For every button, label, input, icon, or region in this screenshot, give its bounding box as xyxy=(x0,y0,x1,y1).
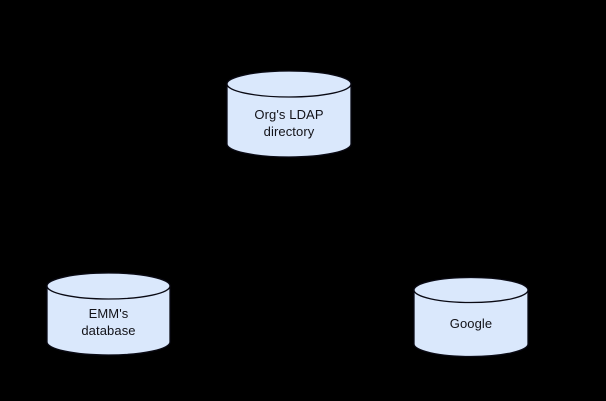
database-cylinder-icon xyxy=(413,276,529,358)
database-cylinder-icon xyxy=(46,272,171,356)
node-google[interactable]: Google xyxy=(413,276,529,358)
node-org-ldap-directory[interactable]: Org's LDAP directory xyxy=(226,70,352,158)
node-emm-database[interactable]: EMM's database xyxy=(46,272,171,356)
database-cylinder-icon xyxy=(226,70,352,158)
